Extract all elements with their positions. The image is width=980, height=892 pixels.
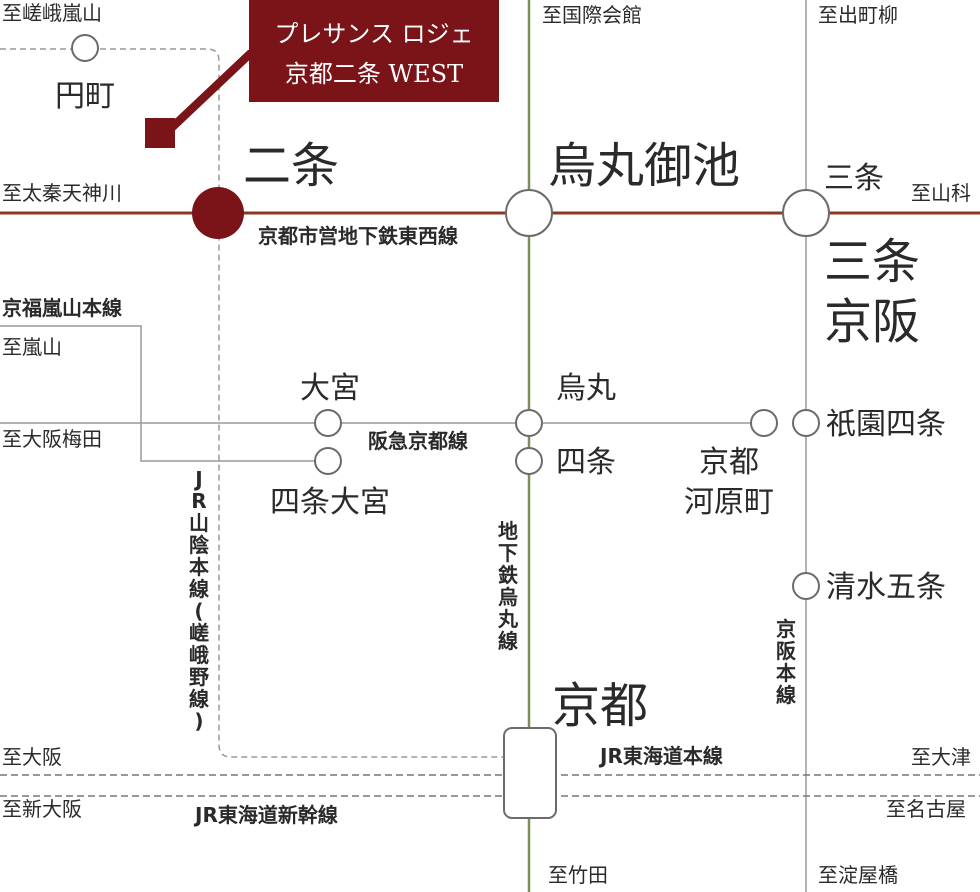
dir-uzumasatenjingawa: 至太秦天神川 xyxy=(2,181,122,205)
label-line-keihan: 京阪本線 xyxy=(776,617,797,707)
station-karasuma xyxy=(515,409,543,437)
station-karasuma-oike xyxy=(505,189,553,237)
property-marker xyxy=(145,118,175,148)
jr-sanin-line xyxy=(0,48,504,758)
station-kyoto-kawaramachi xyxy=(750,409,778,437)
label-shijo-omiya: 四条大宮 xyxy=(270,485,390,520)
label-karasuma-oike: 烏丸御池 xyxy=(548,138,740,194)
dir-yamashina: 至山科 xyxy=(911,181,971,205)
station-shijo xyxy=(515,447,543,475)
station-sanjo xyxy=(782,189,830,237)
label-karasuma: 烏丸 xyxy=(556,371,616,406)
label-kyoto-kawaramachi-2: 河原町 xyxy=(684,485,774,520)
callout-pointer xyxy=(160,50,260,137)
label-sanjo-keihan-2: 京阪 xyxy=(824,294,920,350)
station-emmachi xyxy=(71,34,99,62)
label-line-keihan-text: 京阪本線 xyxy=(776,617,797,707)
label-line-karasuma: 地下鉄烏丸線 xyxy=(497,519,519,653)
property-name-line2: 京都二条 WEST xyxy=(285,60,463,88)
label-kyoto-kawaramachi-1: 京都 xyxy=(699,445,759,480)
dir-osaka-umeda: 至大阪梅田 xyxy=(2,427,102,451)
station-shijo-omiya xyxy=(314,447,342,475)
station-gion-shijo xyxy=(792,409,820,437)
label-sanjo-keihan-1: 三条 xyxy=(824,234,920,290)
station-nijo xyxy=(192,187,244,239)
dir-nagoya: 至名古屋 xyxy=(886,797,966,821)
label-emmachi: 円町 xyxy=(55,79,115,114)
dir-sagaarashiyama: 至嵯峨嵐山 xyxy=(2,1,102,25)
dir-takeda: 至竹田 xyxy=(548,863,608,887)
label-kyoto: 京都 xyxy=(552,678,648,734)
label-shijo: 四条 xyxy=(556,445,616,480)
station-kyoto xyxy=(503,727,557,819)
dir-kokusaikaikan: 至国際会館 xyxy=(542,3,642,27)
property-name-line1: プレサンス ロジェ xyxy=(274,20,473,48)
label-line-karasuma-text: 地下鉄烏丸線 xyxy=(497,519,519,653)
label-line-keifuku: 京福嵐山本線 xyxy=(2,296,122,320)
label-gion-shijo: 祇園四条 xyxy=(826,407,946,442)
label-line-jr-tokaido: JR東海道本線 xyxy=(598,744,723,768)
label-nijo: 二条 xyxy=(243,138,339,194)
label-omiya: 大宮 xyxy=(300,371,360,406)
dir-shin-osaka: 至新大阪 xyxy=(2,797,82,821)
label-line-shinkansen: JR東海道新幹線 xyxy=(193,803,338,827)
label-kiyomizu-gojo: 清水五条 xyxy=(826,570,946,605)
keifuku-line xyxy=(0,325,328,462)
dir-demachiyanagi: 至出町柳 xyxy=(818,3,898,27)
dir-otsu: 至大津 xyxy=(911,745,971,769)
property-callout-box xyxy=(249,0,499,102)
label-line-tozai: 京都市営地下鉄東西線 xyxy=(258,224,458,248)
dir-arashiyama: 至嵐山 xyxy=(2,335,62,359)
station-omiya xyxy=(314,409,342,437)
label-sanjo: 三条 xyxy=(824,161,884,196)
station-kiyomizu-gojo xyxy=(792,572,820,600)
dir-osaka: 至大阪 xyxy=(2,745,62,769)
label-line-hankyu: 阪急京都線 xyxy=(368,429,468,453)
dir-yodoyabashi: 至淀屋橋 xyxy=(818,863,898,887)
